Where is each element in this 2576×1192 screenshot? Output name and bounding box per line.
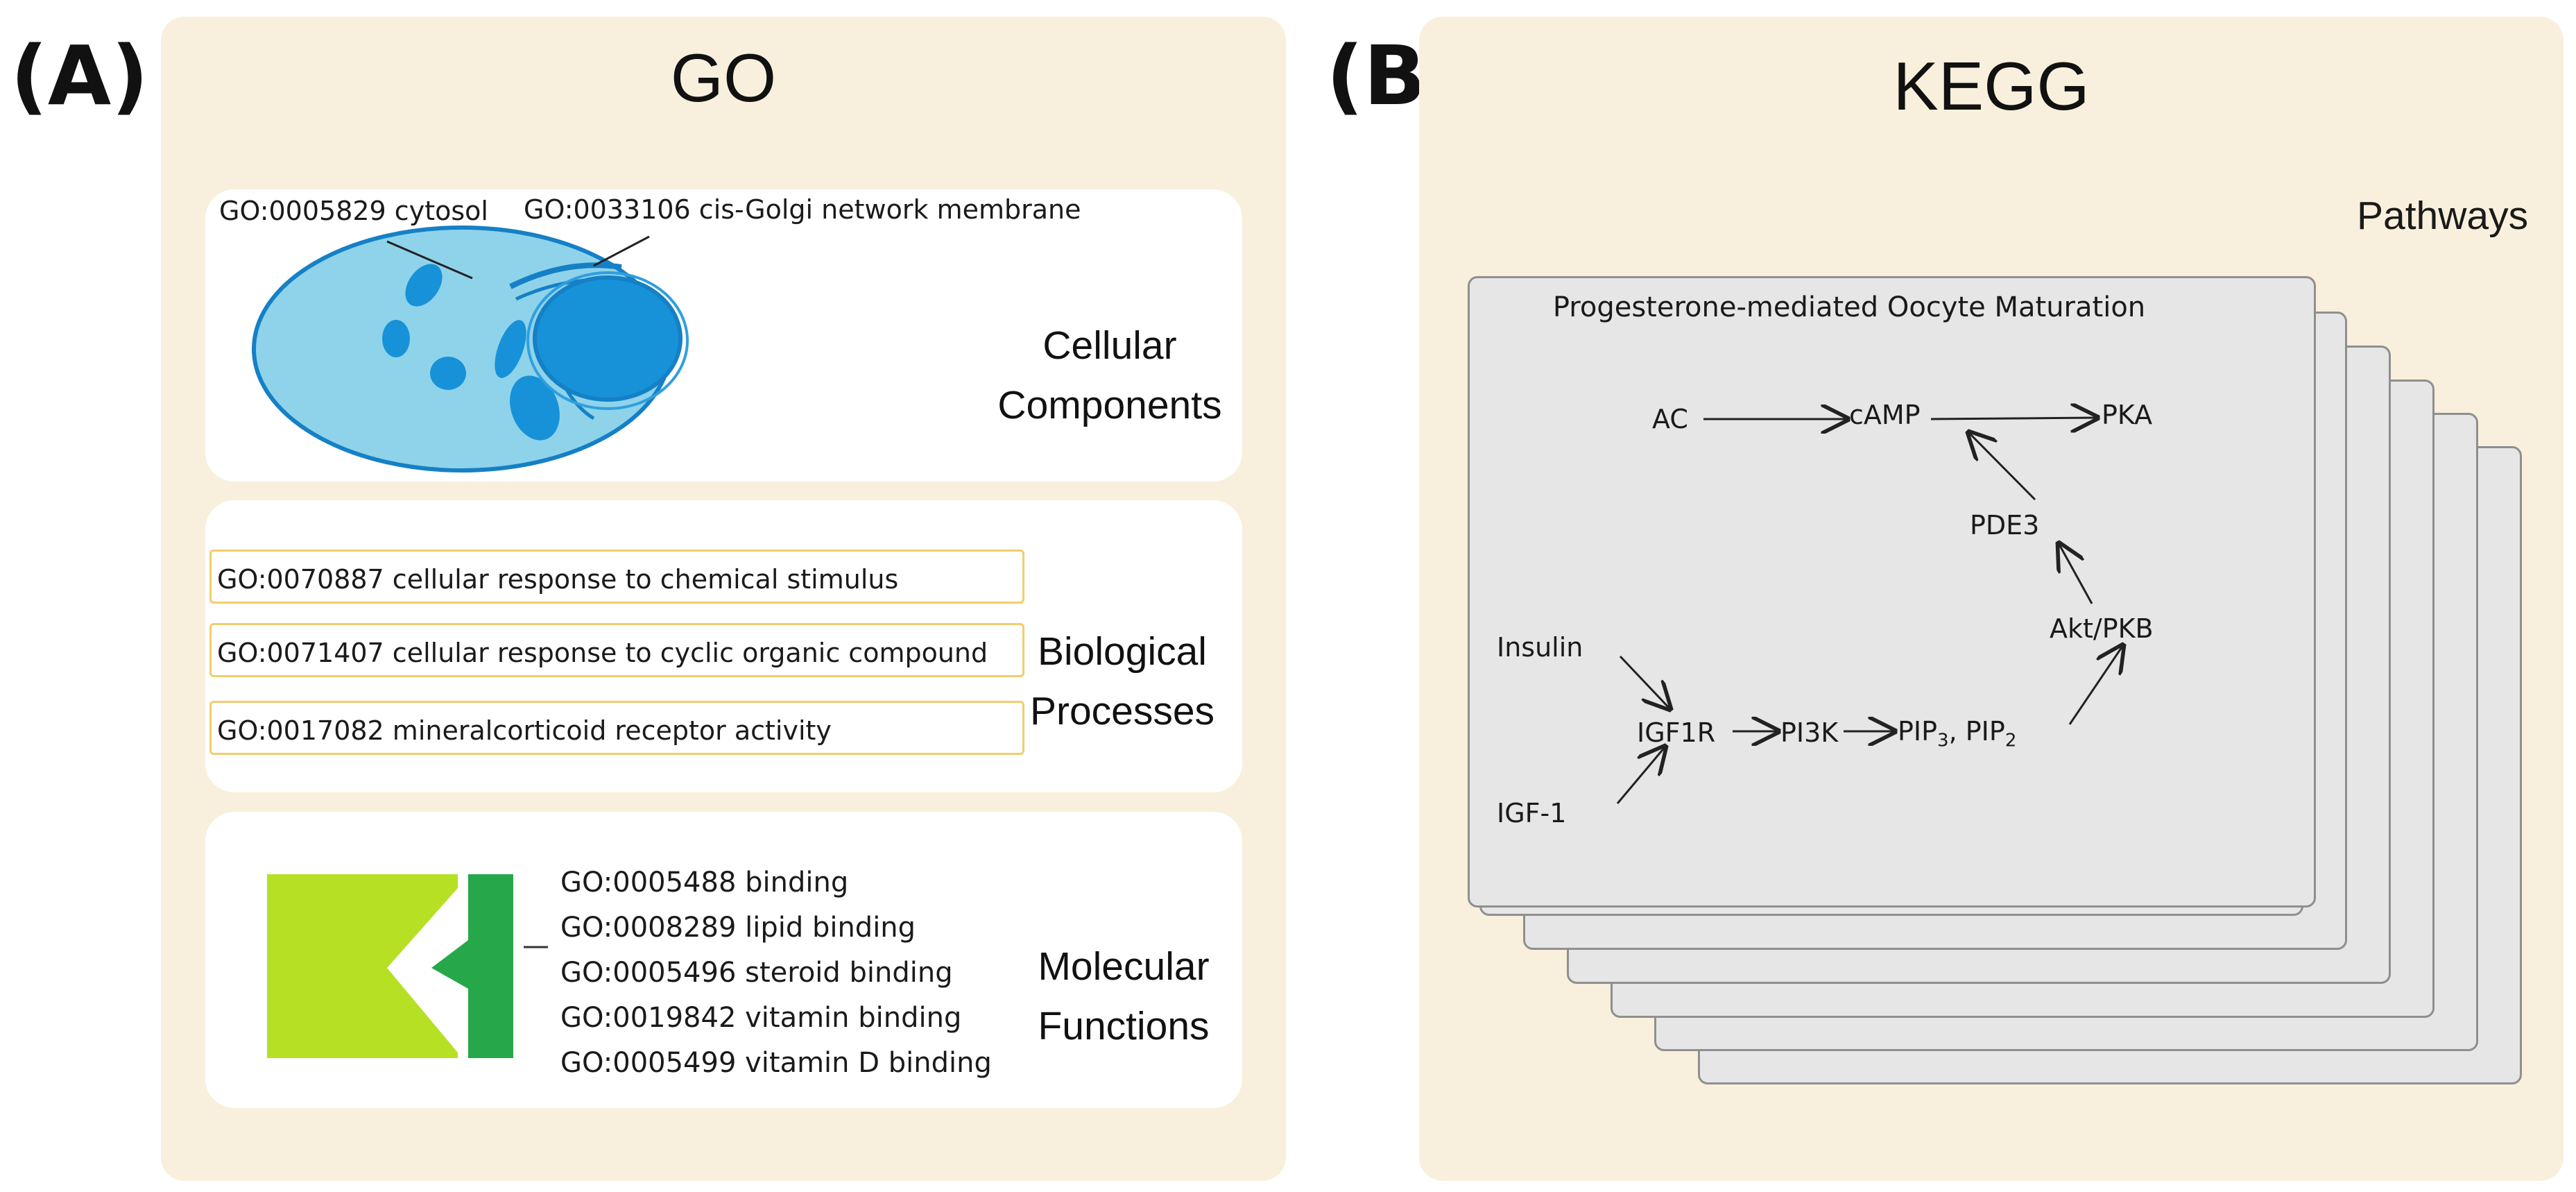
biological-processes-label: Biological Processes [1018, 622, 1226, 741]
arrow-pip-akt [2068, 645, 2123, 725]
molecular-functions-label: Molecular Functions [1006, 937, 1242, 1056]
arrow-insulin-igf1r [1619, 655, 1670, 709]
kegg-title: KEGG [1893, 48, 2090, 124]
organelle-mito-2 [510, 375, 560, 441]
bp-term-box-2: GO:0071407 cellular response to cyclic o… [209, 623, 1024, 677]
panel-a-letter: (A) [10, 28, 149, 124]
mf-term-5: GO:0005499 vitamin D binding [560, 1047, 992, 1079]
mf-term-2: GO:0008289 lipid binding [560, 912, 916, 944]
node-pka: PKA [2102, 400, 2153, 430]
arrow-camp-pka [1930, 418, 2097, 419]
mf-term-1: GO:0005488 binding [560, 867, 849, 899]
cell-illustration [252, 225, 689, 472]
bp-term-3: GO:0017082 mineralcorticoid receptor act… [217, 715, 832, 746]
molecular-label-line1: Molecular [1038, 944, 1210, 989]
node-pip-separator: , [1948, 716, 1966, 747]
biological-label-line2: Processes [1029, 689, 1215, 733]
node-camp: cAMP [1849, 400, 1921, 430]
node-pi3k: PI3K [1780, 717, 1839, 748]
node-igf1: IGF-1 [1497, 798, 1567, 828]
pathway-arrows [1616, 276, 2316, 804]
arrow-pde3-camp [1968, 432, 2036, 501]
go-title: GO [670, 40, 777, 116]
bp-term-box-3: GO:0017082 mineralcorticoid receptor act… [209, 701, 1024, 755]
node-pip2: PIP [1965, 716, 2005, 747]
node-pde3: PDE3 [1970, 510, 2040, 540]
pathway-sheet-front [1468, 276, 2316, 908]
nucleus [533, 275, 682, 402]
bp-term-2: GO:0071407 cellular response to cyclic o… [217, 638, 988, 668]
bp-term-1: GO:0070887 cellular response to chemical… [217, 564, 899, 595]
receptor-ligand-illustration [267, 874, 548, 1058]
organelle-mito-1 [495, 320, 526, 378]
molecular-label-line2: Functions [1038, 1004, 1210, 1048]
node-insulin: Insulin [1497, 632, 1583, 663]
node-pip3-sub: 3 [1937, 730, 1949, 751]
receptor-block [431, 874, 513, 1058]
golgi-pointer [593, 235, 650, 267]
pathways-label: Pathways [2357, 194, 2529, 238]
cellular-components-label: Cellular Components [978, 316, 1242, 435]
cellular-term-cytosol: GO:0005829 cytosol [219, 196, 488, 226]
cellular-label-line2: Components [997, 383, 1222, 427]
bp-term-box-1: GO:0070887 cellular response to chemical… [209, 550, 1024, 604]
cytosol-pointer [386, 240, 473, 280]
pathway-title: Progesterone-mediated Oocyte Maturation [1552, 291, 2146, 323]
biological-label-line1: Biological [1038, 629, 1207, 674]
golgi-membrane [509, 262, 622, 289]
organelle-small-3 [430, 357, 466, 390]
node-pip: PIP3, PIP2 [1898, 716, 2016, 751]
organelle-small-1 [405, 264, 443, 307]
molecular-terms-list: GO:0005488 binding GO:0008289 lipid bind… [560, 860, 992, 1086]
cellular-term-golgi: GO:0033106 cis-Golgi network membrane [524, 194, 1081, 225]
node-pip3: PIP [1898, 716, 1938, 747]
node-ac: AC [1652, 404, 1688, 434]
mf-term-3: GO:0005496 steroid binding [560, 957, 953, 989]
mf-term-4: GO:0019842 vitamin binding [560, 1002, 962, 1034]
node-akt: Akt/PKB [2050, 613, 2154, 644]
arrow-igf1-igf1r [1616, 747, 1665, 804]
arrow-akt-pde3 [2059, 543, 2093, 604]
cellular-label-line1: Cellular [1042, 323, 1177, 368]
node-igf1r: IGF1R [1637, 717, 1716, 748]
node-pip2-sub: 2 [2004, 730, 2017, 751]
ligand-block [267, 874, 458, 1058]
organelle-small-2 [382, 320, 410, 357]
